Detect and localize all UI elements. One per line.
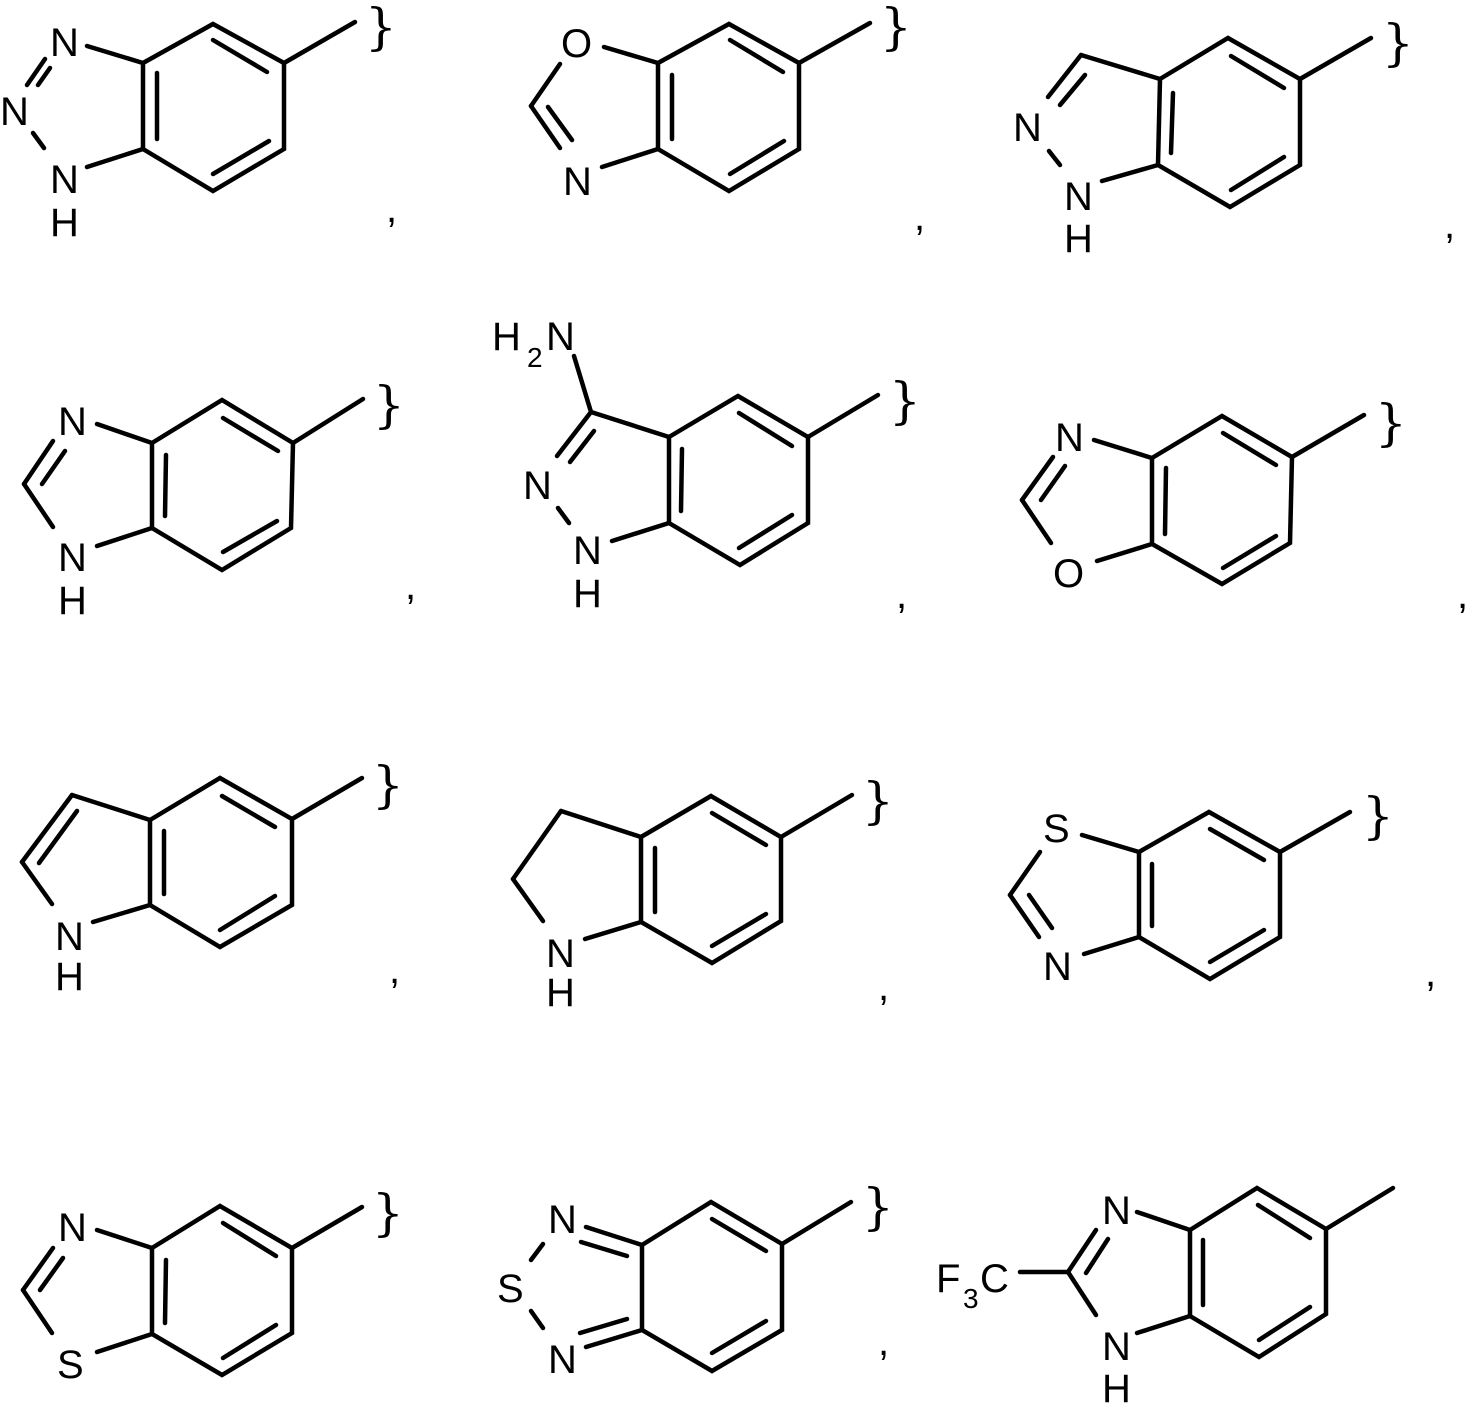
bonds [554,353,881,568]
atom-n3: N [50,21,79,65]
bonds [1017,1185,1396,1360]
structure-benzotriazolyl: N N N H } , [0,0,397,245]
atom-n3: N [1055,416,1084,460]
attachment-brace-icon: } [372,756,404,814]
atom-n1: N [546,932,575,976]
atom-n1: N [1064,175,1093,219]
amine-h: H [492,315,521,359]
attachment-brace-icon: } [1362,787,1394,845]
atom-n3: N [548,1338,577,1382]
attachment-brace-icon: } [372,1184,404,1242]
separator-comma: , [878,965,889,1009]
attachment-brace-icon: } [1382,14,1414,72]
bonds [19,775,365,950]
separator-comma: , [1425,951,1436,995]
structure-benzothiadiazol-5-yl: N S N } , [497,1178,894,1382]
structure-indol-5-yl: N H } , [19,756,404,999]
structure-benzothiazol-6-yl: S N } , [1007,787,1436,995]
cf3-f: F [936,1257,960,1301]
atom-n1: N [58,536,87,580]
atom-n3: N [563,160,592,204]
atom-n1: N [55,915,84,959]
atom-h: H [1064,217,1093,261]
atom-o1: O [1053,552,1084,596]
atom-n2: N [523,464,552,508]
bonds [510,792,855,966]
amine-subscript: 2 [527,342,543,373]
separator-comma: , [1444,203,1455,247]
atom-n1: N [1102,1325,1131,1369]
atom-n2: N [1013,106,1042,150]
bonds [528,1199,854,1374]
attachment-brace-icon: } [889,372,921,430]
atom-h: H [1102,1367,1131,1404]
atom-s1: S [1043,807,1070,851]
structure-benzoxazol-5-yl: N O } , [1019,394,1468,617]
atom-s2: S [497,1267,524,1311]
attachment-brace-icon: } [862,772,894,830]
atom-s1: S [57,1343,84,1387]
atom-o1: O [561,22,592,66]
cf3-c: C [980,1257,1009,1301]
attachment-brace-icon: } [1375,394,1407,452]
structure-indolin-5-yl: N H } , [510,772,894,1015]
atom-n3: N [1043,945,1072,989]
atom-n3: N [58,400,87,444]
atom-n1: N [573,529,602,573]
atom-h: H [546,971,575,1015]
separator-comma: , [405,564,416,608]
structure-indazol-5-yl: N N H } , [1013,14,1455,261]
separator-comma: , [1457,573,1468,617]
attachment-brace-icon: } [373,376,405,434]
structure-benzothiazol-5-yl: N S } [20,1184,404,1387]
amine-n: N [546,315,575,359]
bonds [1019,412,1367,587]
atom-n1: N [50,158,79,202]
separator-comma: , [389,948,400,992]
atom-n1: N [548,1198,577,1242]
structure-3-aminoindazol-5-yl: H 2 N N N H } , [492,315,921,617]
separator-comma: , [386,187,397,231]
bonds [20,1203,365,1378]
atom-h: H [58,579,87,623]
attachment-brace-icon: } [365,0,397,56]
separator-comma: , [878,1320,889,1364]
bonds [21,396,366,573]
atom-n2: N [0,90,29,134]
cf3-subscript: 3 [963,1283,979,1314]
bonds [528,20,873,194]
atom-h: H [573,572,602,616]
separator-comma: , [896,573,907,617]
bonds [1045,35,1374,210]
structure-2-trifluoromethylbenzimidazol-5-yl: F 3 C N N H [936,1185,1396,1404]
attachment-brace-icon: } [880,0,912,56]
bonds [24,19,358,194]
bonds [1007,809,1353,982]
atom-n3: N [1102,1189,1131,1233]
atom-h: H [50,201,79,245]
structure-benzimidazol-5-yl: N N H } , [21,376,416,623]
attachment-brace-icon: } [862,1178,894,1236]
separator-comma: , [914,195,925,239]
atom-n3: N [58,1206,87,1250]
structure-benzoxazol-6-yl: O N } , [528,0,925,239]
atom-h: H [55,955,84,999]
